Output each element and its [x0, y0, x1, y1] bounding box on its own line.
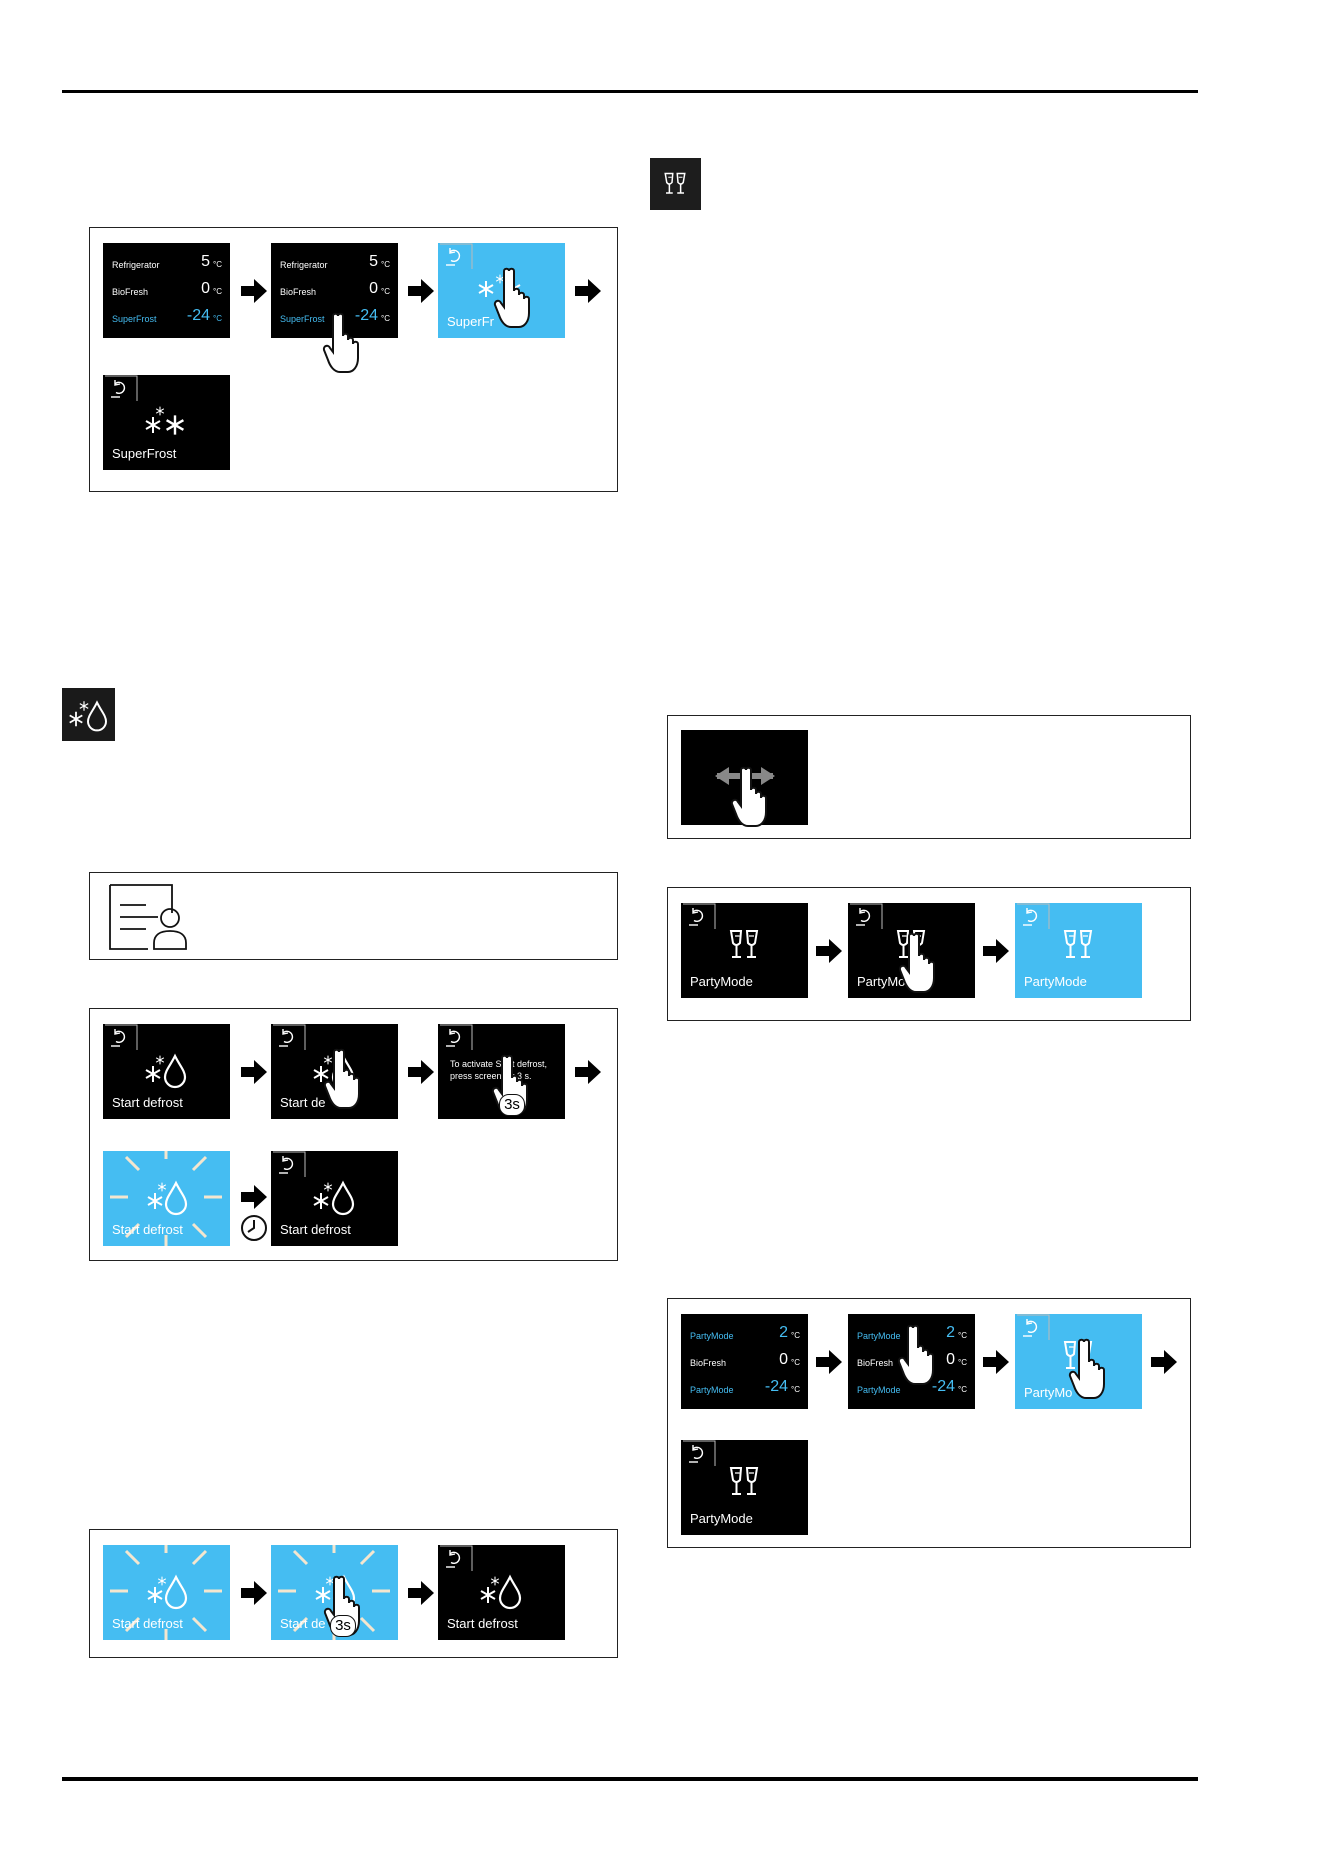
- partymode-label: PartyMode: [690, 974, 753, 989]
- arrow-right-icon: [816, 939, 842, 963]
- arrow-right-icon: [241, 1060, 267, 1084]
- hold-3s-badge: 3s: [499, 1094, 525, 1116]
- partymode-label: PartyMode: [1024, 974, 1087, 989]
- arrow-right-icon: [408, 279, 434, 303]
- hand-pointer-icon: [493, 267, 530, 328]
- top-rule: [62, 90, 1198, 93]
- partymode-screen-confirmed[interactable]: PartyMode: [681, 1440, 808, 1535]
- defrost-cancel-screen-stopped[interactable]: Start defrost: [438, 1545, 565, 1640]
- defrost-label: Start defrost: [280, 1222, 351, 1237]
- bottom-rule: [62, 1777, 1198, 1781]
- hand-swipe-icon: [730, 766, 767, 827]
- hold-3s-badge: 3s: [330, 1615, 356, 1637]
- partymode-label: PartyMode: [690, 1511, 753, 1526]
- clock-icon: [241, 1215, 267, 1241]
- hand-pointer-icon: [322, 312, 359, 373]
- arrow-right-icon: [983, 1350, 1009, 1374]
- partymode-select-figure: PartyMode PartyMo PartyMode: [667, 887, 1191, 1021]
- hand-pointer-icon: [897, 1324, 934, 1385]
- partymode-screen-active[interactable]: PartyMode: [1015, 903, 1142, 998]
- defrost-section-icon: [62, 688, 115, 741]
- defrost-steps-figure: Start defrost Start de To activate Start…: [89, 1008, 618, 1261]
- arrow-right-icon: [1151, 1350, 1177, 1374]
- defrost-screen-running[interactable]: Start defrost: [103, 1151, 230, 1246]
- defrost-screen-finished[interactable]: Start defrost: [271, 1151, 398, 1246]
- service-note-figure: [89, 872, 618, 960]
- arrow-right-icon: [983, 939, 1009, 963]
- arrow-right-icon: [575, 1060, 601, 1084]
- defrost-label: Start de: [280, 1095, 326, 1110]
- hand-pointer-icon: [323, 1048, 360, 1109]
- status-row-superfrost: SuperFrost-24°C: [112, 307, 222, 324]
- status-row-partymode-freezer: PartyMode-24°C: [690, 1378, 800, 1395]
- superfrost-screen-active[interactable]: SuperFrost: [103, 375, 230, 470]
- defrost-label: Start defrost: [112, 1222, 183, 1237]
- service-technician-icon: [109, 884, 187, 950]
- status-row-partymode-freezer: PartyMode-24°C: [857, 1378, 967, 1395]
- arrow-right-icon: [816, 1350, 842, 1374]
- partymode-label: PartyMo: [857, 974, 906, 989]
- swipe-navigation-figure: [667, 715, 1191, 839]
- arrow-right-icon: [408, 1060, 434, 1084]
- arrow-right-icon: [241, 1581, 267, 1605]
- partymode-screen-select[interactable]: PartyMode: [681, 903, 808, 998]
- defrost-label: Start defrost: [447, 1616, 518, 1631]
- status-row-superfrost: SuperFrost-24°C: [280, 307, 390, 324]
- defrost-screen-select[interactable]: Start defrost: [103, 1024, 230, 1119]
- superfrost-label: SuperFrost: [112, 446, 177, 461]
- arrow-right-icon: [241, 279, 267, 303]
- partymode-section-icon: [650, 158, 701, 210]
- arrow-right-icon: [408, 1581, 434, 1605]
- defrost-label: Start de: [280, 1616, 326, 1631]
- defrost-cancel-screen-running[interactable]: Start defrost: [103, 1545, 230, 1640]
- hold-instruction-text: To activate Start defrost, press screen …: [450, 1059, 548, 1081]
- arrow-right-icon: [575, 279, 601, 303]
- partymode-label: PartyMo: [1024, 1385, 1073, 1400]
- arrow-right-icon: [241, 1185, 267, 1209]
- defrost-label: Start defrost: [112, 1616, 183, 1631]
- superfrost-label: SuperFr: [447, 314, 494, 329]
- defrost-label: Start defrost: [112, 1095, 183, 1110]
- hand-pointer-icon: [898, 932, 935, 993]
- defrost-cancel-figure: Start defrost Start de 3s Start defrost: [89, 1529, 618, 1658]
- hand-pointer-icon: [1068, 1338, 1105, 1399]
